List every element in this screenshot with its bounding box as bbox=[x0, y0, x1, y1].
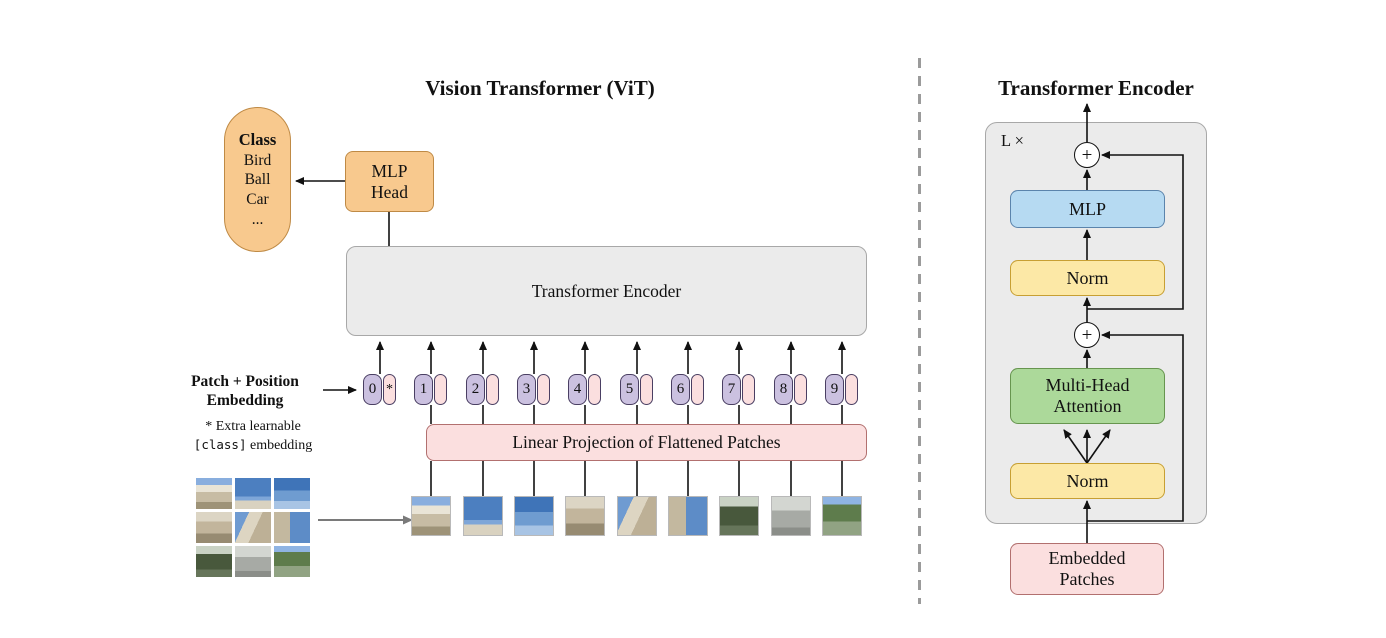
token-position-label: 6 bbox=[671, 374, 690, 405]
image-patch bbox=[196, 512, 232, 543]
token-position-label: 3 bbox=[517, 374, 536, 405]
loop-count-label: L × bbox=[1001, 131, 1024, 150]
token-position-label: 5 bbox=[620, 374, 639, 405]
token-3: 3 bbox=[517, 374, 550, 405]
residual-add-lower: + bbox=[1074, 322, 1100, 348]
patch-embedding-pill bbox=[794, 374, 807, 405]
mlp-head-box: MLP Head bbox=[345, 151, 434, 212]
token-position-label: 1 bbox=[414, 374, 433, 405]
flattened-patch-1 bbox=[411, 496, 451, 536]
flattened-patch-3 bbox=[514, 496, 554, 536]
token-2: 2 bbox=[466, 374, 499, 405]
panel-divider bbox=[918, 58, 921, 604]
image-patch bbox=[274, 478, 310, 509]
class-token-footnote: * Extra learnable [class] embedding bbox=[178, 418, 328, 456]
embedded-patches-box: Embedded Patches bbox=[1010, 543, 1164, 595]
token-6: 6 bbox=[671, 374, 704, 405]
class-pill-item: Ball bbox=[244, 171, 271, 189]
patch-embedding-pill bbox=[537, 374, 550, 405]
patch-embedding-pill bbox=[742, 374, 755, 405]
image-patch bbox=[274, 546, 310, 577]
class-pill-item: Bird bbox=[243, 151, 272, 169]
patch-embedding-pill bbox=[588, 374, 601, 405]
norm-upper-box: Norm bbox=[1010, 260, 1165, 296]
token-0-class: 0 * bbox=[363, 374, 396, 405]
image-patch bbox=[235, 512, 271, 543]
patch-embedding-pill bbox=[434, 374, 447, 405]
image-patch bbox=[196, 546, 232, 577]
token-position-label: 8 bbox=[774, 374, 793, 405]
patch-embedding-pill bbox=[640, 374, 653, 405]
token-9: 9 bbox=[825, 374, 858, 405]
flattened-patch-9 bbox=[822, 496, 862, 536]
flattened-patch-8 bbox=[771, 496, 811, 536]
linear-projection-box: Linear Projection of Flattened Patches bbox=[426, 424, 867, 461]
token-position-label: 9 bbox=[825, 374, 844, 405]
patch-position-embedding-label: Patch + Position Embedding bbox=[172, 372, 318, 411]
footnote-line2-rest: embedding bbox=[246, 437, 313, 453]
class-pill-item: ... bbox=[251, 211, 264, 229]
patch-embedding-pill bbox=[691, 374, 704, 405]
token-position-label: 2 bbox=[466, 374, 485, 405]
footnote-line2: [class] embedding bbox=[178, 437, 328, 456]
image-patch bbox=[196, 478, 232, 509]
flattened-patch-7 bbox=[719, 496, 759, 536]
embedding-label-line2: Embedding bbox=[206, 392, 284, 410]
vit-title: Vision Transformer (ViT) bbox=[425, 76, 655, 100]
token-7: 7 bbox=[722, 374, 755, 405]
norm-lower-box: Norm bbox=[1010, 463, 1165, 499]
multi-head-attention-box: Multi-Head Attention bbox=[1010, 368, 1165, 424]
image-patch bbox=[235, 478, 271, 509]
image-patch bbox=[235, 546, 271, 577]
flattened-patch-2 bbox=[463, 496, 503, 536]
residual-add-upper: + bbox=[1074, 142, 1100, 168]
flattened-patch-4 bbox=[565, 496, 605, 536]
encoder-title: Transformer Encoder bbox=[998, 76, 1194, 100]
class-token-star: * bbox=[383, 374, 396, 405]
token-position-label: 7 bbox=[722, 374, 741, 405]
token-5: 5 bbox=[620, 374, 653, 405]
patch-embedding-pill bbox=[486, 374, 499, 405]
input-image-grid bbox=[196, 478, 310, 577]
mlp-box: MLP bbox=[1010, 190, 1165, 228]
class-output-pill: Class Bird Ball Car ... bbox=[224, 107, 291, 252]
class-token-code: [class] bbox=[193, 436, 247, 452]
image-patch bbox=[274, 512, 310, 543]
token-1: 1 bbox=[414, 374, 447, 405]
embedding-label-line1: Patch + Position bbox=[191, 373, 299, 390]
token-position-label: 4 bbox=[568, 374, 587, 405]
class-pill-item: Car bbox=[246, 191, 269, 209]
flattened-patch-5 bbox=[617, 496, 657, 536]
token-8: 8 bbox=[774, 374, 807, 405]
flattened-patch-6 bbox=[668, 496, 708, 536]
patch-embedding-pill bbox=[845, 374, 858, 405]
transformer-encoder-box: Transformer Encoder bbox=[346, 246, 867, 336]
footnote-line1: * Extra learnable bbox=[205, 419, 301, 434]
token-position-label: 0 bbox=[363, 374, 382, 405]
class-pill-title: Class bbox=[238, 130, 277, 150]
token-4: 4 bbox=[568, 374, 601, 405]
